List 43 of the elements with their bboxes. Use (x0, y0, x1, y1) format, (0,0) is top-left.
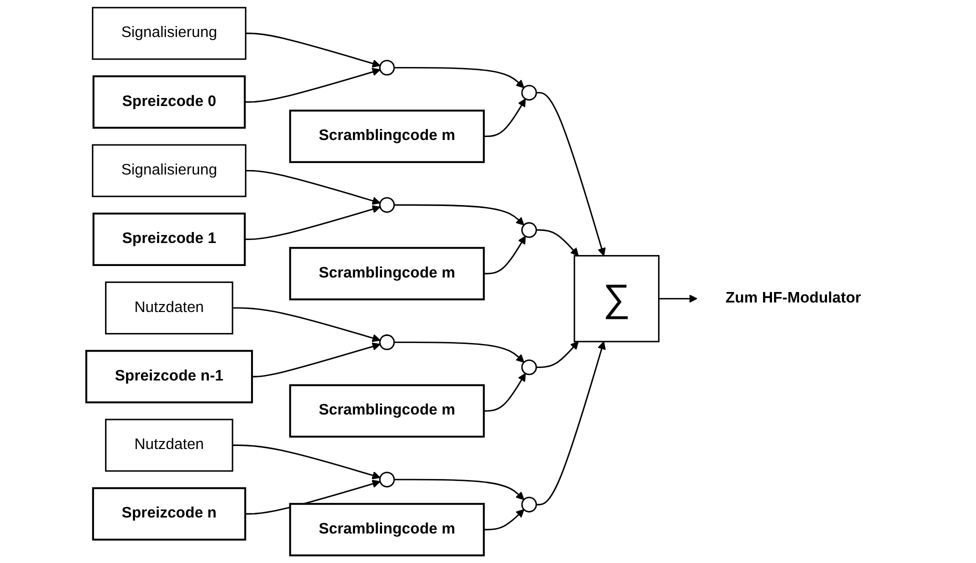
node-box: Scramblingcode m (289, 246, 485, 300)
arrow (658, 294, 698, 303)
node-box: Scramblingcode m (289, 110, 485, 164)
node-circle (379, 197, 395, 213)
arrow (244, 205, 380, 240)
arrow (536, 229, 579, 256)
arrow (394, 342, 524, 363)
arrow (394, 478, 524, 500)
node-circle (521, 84, 537, 101)
arrow (484, 509, 524, 530)
arrow (484, 373, 526, 412)
arrow (252, 342, 380, 378)
node-text: Zum HF-Modulator (726, 290, 862, 306)
node-box: Spreizcode 0 (92, 75, 246, 129)
arrow (536, 92, 606, 256)
arrow (536, 341, 579, 368)
node-box: Nutzdaten (105, 282, 234, 334)
arrow (536, 341, 606, 506)
node-box: Spreizcode 1 (92, 212, 246, 266)
arrow (244, 68, 380, 103)
node-circle (379, 60, 395, 76)
node-circle (521, 496, 537, 512)
node-box: Spreizcode n (92, 487, 246, 541)
arrow (394, 204, 524, 226)
node-box: Scramblingcode m (289, 384, 485, 438)
arrow (232, 307, 380, 342)
node-box: Scramblingcode m (289, 502, 485, 556)
node-box: Signalisierung (92, 6, 246, 60)
node-circle (521, 222, 537, 238)
node-box: Nutzdaten (105, 418, 234, 472)
node-circle (379, 472, 395, 488)
node-circle (379, 334, 395, 350)
node-circle (521, 359, 537, 376)
node-box: Spreizcode n-1 (85, 350, 253, 404)
arrow (484, 98, 526, 138)
arrow (484, 236, 526, 274)
node-box: Signalisierung (92, 144, 246, 198)
node-box: ∑ (574, 255, 660, 342)
arrow (394, 66, 524, 88)
arrow (246, 32, 380, 68)
arrow (245, 480, 380, 515)
arrow (246, 170, 380, 205)
arrow (232, 444, 380, 480)
